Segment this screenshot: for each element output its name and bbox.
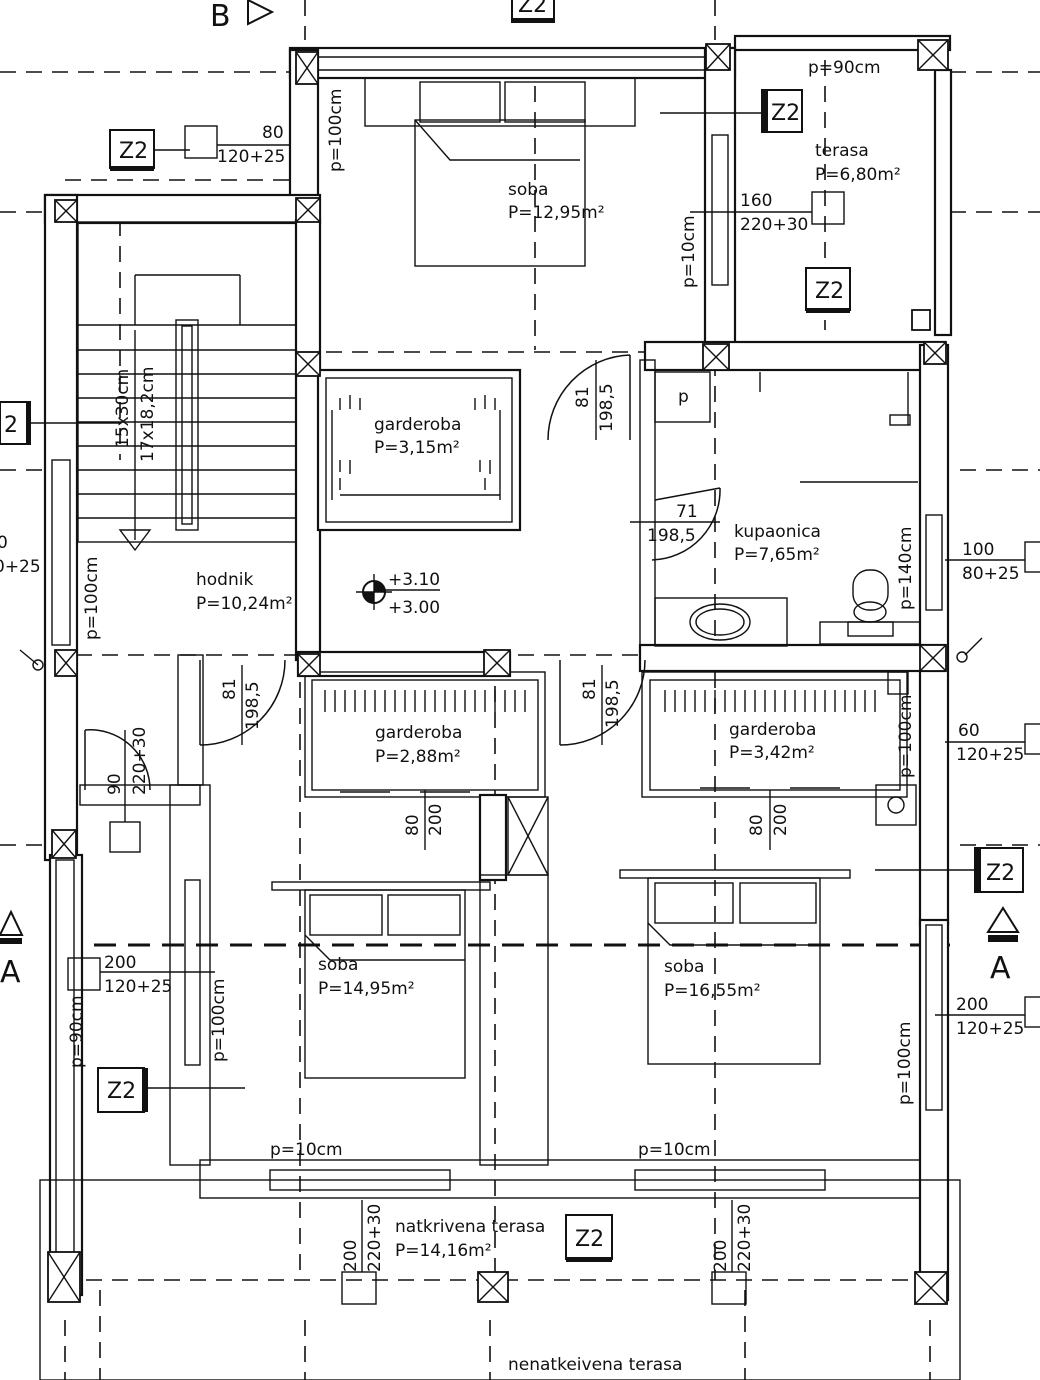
dim: 220+30 xyxy=(740,215,808,235)
dim: 90 xyxy=(105,773,125,795)
dim: 80 xyxy=(747,814,767,836)
dim: 200 xyxy=(426,804,446,836)
wall-label: p=100cm xyxy=(209,979,229,1062)
dim: 198,5 xyxy=(603,679,623,728)
wall-label: p=140cm xyxy=(896,527,916,610)
dim: 200 xyxy=(104,953,136,973)
wall-label: p=10cm xyxy=(679,215,699,288)
room-labels: soba P=12,95m² terasa P=6,80m² garderoba… xyxy=(196,141,901,1375)
section-a-right: A xyxy=(990,951,1011,986)
dim: 198,5 xyxy=(647,526,696,546)
dim: 160 xyxy=(740,191,772,211)
bed-top xyxy=(364,77,636,127)
dim: 200 xyxy=(771,804,791,836)
dim: 80+25 xyxy=(962,564,1020,584)
dim: 198,5 xyxy=(243,681,263,730)
dim: 100 xyxy=(962,540,994,560)
section-markers: A A B xyxy=(0,0,1020,990)
columns xyxy=(47,39,949,1305)
room-name: garderoba xyxy=(374,415,461,435)
dim: 81 xyxy=(580,678,600,700)
room-area: P=3,15m² xyxy=(374,438,460,458)
bed-left xyxy=(304,889,466,1079)
room-name: terasa xyxy=(815,141,869,161)
room-name: kupaonica xyxy=(734,522,821,542)
room-name: nenatkeivena terasa xyxy=(508,1355,682,1375)
dim: 71 xyxy=(676,502,698,522)
doors xyxy=(84,354,721,791)
wall-label: p=100cm xyxy=(82,557,102,640)
room-area: P=14,16m² xyxy=(395,1241,492,1261)
room-area: P=10,24m² xyxy=(196,594,293,614)
dim: 198,5 xyxy=(597,383,617,432)
room-name: soba xyxy=(664,957,704,977)
wall-label: p=100cm xyxy=(896,695,916,778)
dim: 120+25 xyxy=(956,745,1024,765)
dim: 120+25 xyxy=(104,977,172,997)
z2-tag: Z2 xyxy=(107,1079,136,1104)
dim: 220+30 xyxy=(365,1204,385,1272)
room-area: P=14,95m² xyxy=(318,979,415,999)
dim: 81 xyxy=(220,678,240,700)
room-area: P=16,55m² xyxy=(664,981,761,1001)
vertical-labels: p=100cm p=10cm p=100cm p=140cm p=100cm p… xyxy=(67,89,916,1272)
room-area: P=12,95m² xyxy=(508,203,605,223)
dim: 200 xyxy=(956,995,988,1015)
room-area: P=3,42m² xyxy=(729,743,815,763)
bath-p-label: p xyxy=(678,387,689,407)
dim: 80 xyxy=(262,123,284,143)
room-name: garderoba xyxy=(375,723,462,743)
wall-label: p=90cm xyxy=(808,58,881,78)
z2-tag: Z2 xyxy=(815,279,844,304)
dim: 120+25 xyxy=(217,147,285,167)
z2-tags: Z2 Z2 Z2 Z2 2 Z2 Z2 Z2 xyxy=(0,0,1024,1262)
furniture xyxy=(67,77,931,1305)
room-name: soba xyxy=(318,955,358,975)
wall-label: p=10cm xyxy=(638,1140,711,1160)
dim: 220+30 xyxy=(735,1204,755,1272)
walls xyxy=(39,34,961,1380)
dim: 17x18,2cm xyxy=(138,367,158,462)
section-a-left: A xyxy=(0,955,21,990)
z2-tag: Z2 xyxy=(986,861,1015,886)
level-marker xyxy=(356,574,440,610)
bed-right xyxy=(647,877,821,1065)
dim: 0 xyxy=(0,533,8,553)
room-area: P=2,88m² xyxy=(375,747,461,767)
wardrobe-hangers xyxy=(324,395,876,793)
room-name: hodnik xyxy=(196,570,253,590)
z2-tag: Z2 xyxy=(119,139,148,164)
z2-tag-partial: 2 xyxy=(4,413,18,438)
wall-label: p=90cm xyxy=(67,995,87,1068)
dim: 80 xyxy=(403,814,423,836)
z2-tag: Z2 xyxy=(518,0,547,18)
wall-label: p=100cm xyxy=(895,1022,915,1105)
z2-tag: Z2 xyxy=(771,101,800,126)
wall-label: p=100cm xyxy=(326,89,346,172)
dim: 200 xyxy=(341,1240,361,1272)
z2-tag: Z2 xyxy=(575,1227,604,1252)
dim: 15x30cm xyxy=(113,369,133,448)
room-area: P=7,65m² xyxy=(734,545,820,565)
room-name: soba xyxy=(508,180,548,200)
level-upper: +3.10 xyxy=(388,570,440,590)
section-b-top: B xyxy=(210,0,231,34)
room-area: P=6,80m² xyxy=(815,165,901,185)
dim: 0+25 xyxy=(0,557,41,577)
dim: 220+30 xyxy=(130,727,150,795)
dim: 200 xyxy=(711,1240,731,1272)
dim: 60 xyxy=(958,721,980,741)
dim: 120+25 xyxy=(956,1019,1024,1039)
level-lower: +3.00 xyxy=(388,598,440,618)
dim: 81 xyxy=(573,386,593,408)
dimension-labels: 80 120+25 160 220+30 71 198,5 100 80+25 … xyxy=(0,123,1040,1039)
staircase xyxy=(77,221,297,543)
room-name: natkrivena terasa xyxy=(395,1217,545,1237)
wall-label: p=10cm xyxy=(270,1140,343,1160)
room-name: garderoba xyxy=(729,720,816,740)
